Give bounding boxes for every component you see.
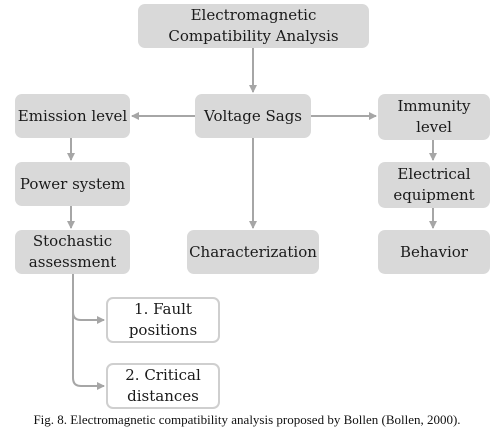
arrow-stochastic-to-fault-positions xyxy=(72,274,105,324)
voltage-sags-label: Voltage Sags xyxy=(203,106,303,125)
emission-level-node: Emission level xyxy=(15,94,130,138)
immunity-level-node: Immunity level xyxy=(378,94,490,140)
figure-caption: Fig. 8. Electromagnetic compatibility an… xyxy=(33,412,461,427)
behavior-label: Behavior xyxy=(400,242,468,261)
critical-distances-node: 2. Critical distances xyxy=(106,363,220,409)
emission-level-label: Emission level xyxy=(17,106,128,125)
stochastic-assessment-node: Stochastic assessment xyxy=(15,230,130,274)
critical-distances-label: 2. Critical distances xyxy=(125,366,201,405)
emc-analysis-node: Electromagnetic Compatibility Analysis xyxy=(138,4,369,48)
characterization-node: Characterization xyxy=(187,230,319,274)
stochastic-assessment-label: Stochastic assessment xyxy=(28,232,117,271)
electrical-equipment-node: Electrical equipment xyxy=(378,162,490,208)
immunity-level-label: Immunity level xyxy=(397,97,471,136)
voltage-sags-node: Voltage Sags xyxy=(195,94,311,138)
power-system-node: Power system xyxy=(15,162,130,206)
characterization-label: Characterization xyxy=(189,242,317,261)
electrical-equipment-label: Electrical equipment xyxy=(393,165,475,204)
fault-positions-label: 1. Fault positions xyxy=(128,300,198,339)
emc-analysis-label: Electromagnetic Compatibility Analysis xyxy=(168,6,339,45)
fault-positions-node: 1. Fault positions xyxy=(106,297,220,343)
power-system-label: Power system xyxy=(19,174,126,193)
behavior-node: Behavior xyxy=(378,230,490,274)
arrow-stochastic-to-critical-distances xyxy=(72,312,105,390)
